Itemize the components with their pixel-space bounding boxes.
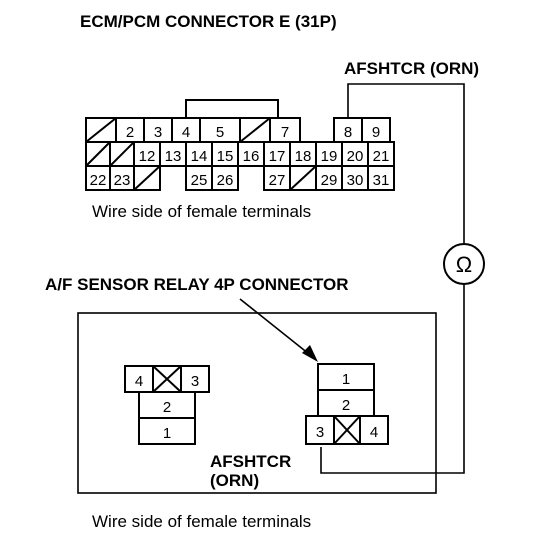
pointer-arrow-line	[239, 298, 310, 355]
ecm-connector-title: ECM/PCM CONNECTOR E (31P)	[80, 12, 337, 31]
relay-left-pin-1	[138, 417, 196, 445]
ecm-pin-16	[237, 141, 265, 167]
ecm-pin-label: 12	[139, 148, 156, 165]
ohm-symbol: Ω	[456, 252, 472, 277]
ecm-pin-label: 27	[269, 172, 286, 189]
ecm-pin-10-slash	[85, 141, 111, 167]
ecm-pin-label: 23	[114, 172, 131, 189]
relay-connector-title: A/F SENSOR RELAY 4P CONNECTOR	[45, 275, 349, 294]
ecm-pin-label: 5	[216, 124, 224, 141]
ecm-pin-31	[367, 165, 395, 191]
relay-pin-label: 4	[135, 373, 143, 390]
ecm-pin-26	[211, 165, 239, 191]
ecm-pin-6-slash	[239, 117, 271, 143]
ecm-pin-label: 8	[344, 124, 352, 141]
ecm-pin-label: 4	[182, 124, 190, 141]
relay-left-x-2	[152, 365, 182, 393]
ecm-pin-label: 9	[372, 124, 380, 141]
ecm-pin-label: 19	[321, 148, 338, 165]
ecm-pin-18	[289, 141, 317, 167]
relay-pin-label: 4	[370, 424, 378, 441]
relay-connector-outline	[77, 312, 437, 494]
ecm-pin-13	[159, 141, 187, 167]
ecm-connector-lock-tab	[185, 99, 279, 119]
ecm-row-2: 12 13 14 15 16 17 18 19 20 21	[85, 141, 395, 167]
ecm-pin-label: 7	[281, 124, 289, 141]
relay-pin-label: 3	[316, 424, 324, 441]
ecm-pin-label: 15	[217, 148, 234, 165]
ecm-pin-29	[315, 165, 343, 191]
relay-pin-label: 1	[163, 425, 171, 442]
afshtcr-bottom-label-line2: (ORN)	[210, 471, 259, 490]
relay-right-x-2	[333, 415, 361, 445]
ecm-pin-24-slash	[133, 165, 161, 191]
test-lead-wire-bottom	[320, 285, 465, 474]
ecm-pin-label: 16	[243, 148, 260, 165]
ohmmeter-icon	[443, 243, 485, 285]
relay-pin-label: 1	[342, 371, 350, 388]
ecm-pin-label: 18	[295, 148, 312, 165]
test-lead-wire-top	[347, 83, 465, 243]
relay-left-pin-2	[138, 391, 196, 419]
ecm-pin-label: 29	[321, 172, 338, 189]
pointer-arrowhead	[302, 345, 318, 362]
relay-connector-right: 1 2 3 4	[305, 363, 389, 445]
ecm-pin-label: 30	[347, 172, 364, 189]
ecm-connector-caption: Wire side of female terminals	[92, 202, 311, 221]
ecm-pin-label: 13	[165, 148, 182, 165]
ecm-pin-1-slash	[85, 117, 117, 143]
ecm-pin-label: 25	[191, 172, 208, 189]
relay-pin-label: 3	[191, 373, 199, 390]
ecm-pin-label: 17	[269, 148, 286, 165]
ecm-pin-27	[263, 165, 291, 191]
ecm-row-1: 2 3 4 5 7 8 9	[85, 117, 391, 143]
ecm-connector: 2 3 4 5 7 8 9 12 13 14	[85, 99, 395, 191]
ecm-pin-label: 14	[191, 148, 208, 165]
ecm-pin-label: 31	[373, 172, 390, 189]
afshtcr-bottom-label-line1: AFSHTCR	[210, 452, 291, 471]
ecm-pin-30	[341, 165, 369, 191]
ecm-pin-label: 26	[217, 172, 234, 189]
ecm-row-3: 22 23 25 26 27 29 30 31	[85, 165, 395, 191]
ecm-pin-label: 21	[373, 148, 390, 165]
ecm-pin-label: 3	[154, 124, 162, 141]
relay-right-pin-4	[359, 415, 389, 445]
relay-pin-label: 2	[163, 399, 171, 416]
ecm-pin-label: 22	[90, 172, 107, 189]
relay-pin-label: 2	[342, 397, 350, 414]
ecm-pin-label: 20	[347, 148, 364, 165]
relay-connector-caption: Wire side of female terminals	[92, 512, 311, 531]
ecm-pin-label: 2	[126, 124, 134, 141]
ecm-pin-22	[85, 165, 111, 191]
afshtcr-top-label: AFSHTCR (ORN)	[344, 59, 479, 78]
relay-connector-left: 4 3 2 1	[124, 365, 210, 445]
relay-right-pin-1	[317, 363, 375, 391]
ecm-pin-11-slash	[109, 141, 135, 167]
ecm-pin-28-slash	[289, 165, 317, 191]
